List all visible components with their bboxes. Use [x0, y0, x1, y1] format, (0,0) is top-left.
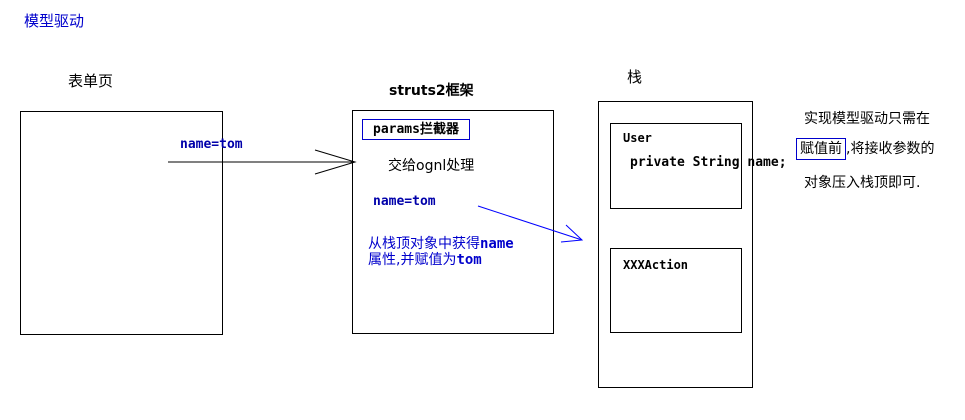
- framework-param-text: name=tom: [373, 194, 436, 209]
- framework-label: struts2框架: [389, 83, 474, 99]
- note-mid: 属性,并赋值为: [368, 252, 457, 268]
- explanation-line3: 对象压入栈顶即可.: [804, 175, 921, 191]
- form-param-text: name=tom: [180, 137, 243, 152]
- stack-top-note: 从栈顶对象中获得name 属性,并赋值为tom: [368, 236, 514, 268]
- action-object-box: [610, 248, 742, 333]
- action-class-name: XXXAction: [623, 258, 689, 272]
- form-page-label: 表单页: [68, 72, 114, 90]
- diagram-title: 模型驱动: [24, 12, 85, 30]
- ognl-handoff-text: 交给ognl处理: [388, 158, 475, 174]
- note-tom: tom: [456, 252, 482, 268]
- user-field-declaration: private String name;: [630, 155, 787, 170]
- framework-box: [352, 110, 554, 334]
- user-object-box: [610, 123, 742, 209]
- note-name: name: [480, 236, 514, 252]
- user-class-name: User: [623, 131, 652, 145]
- note-prefix: 从栈顶对象中获得: [368, 236, 480, 252]
- framework-to-stack-arrow: [477, 205, 584, 243]
- form-to-framework-arrow: [168, 149, 357, 175]
- form-page-box: [20, 111, 223, 335]
- explanation-highlight: 赋值前: [796, 138, 846, 160]
- explanation-line2-rest: ,将接收参数的: [846, 141, 935, 157]
- explanation-line2: 赋值前,将接收参数的: [796, 138, 934, 160]
- params-interceptor-box: params拦截器: [362, 119, 470, 140]
- stack-label: 栈: [627, 68, 643, 86]
- explanation-line1: 实现模型驱动只需在: [804, 111, 930, 127]
